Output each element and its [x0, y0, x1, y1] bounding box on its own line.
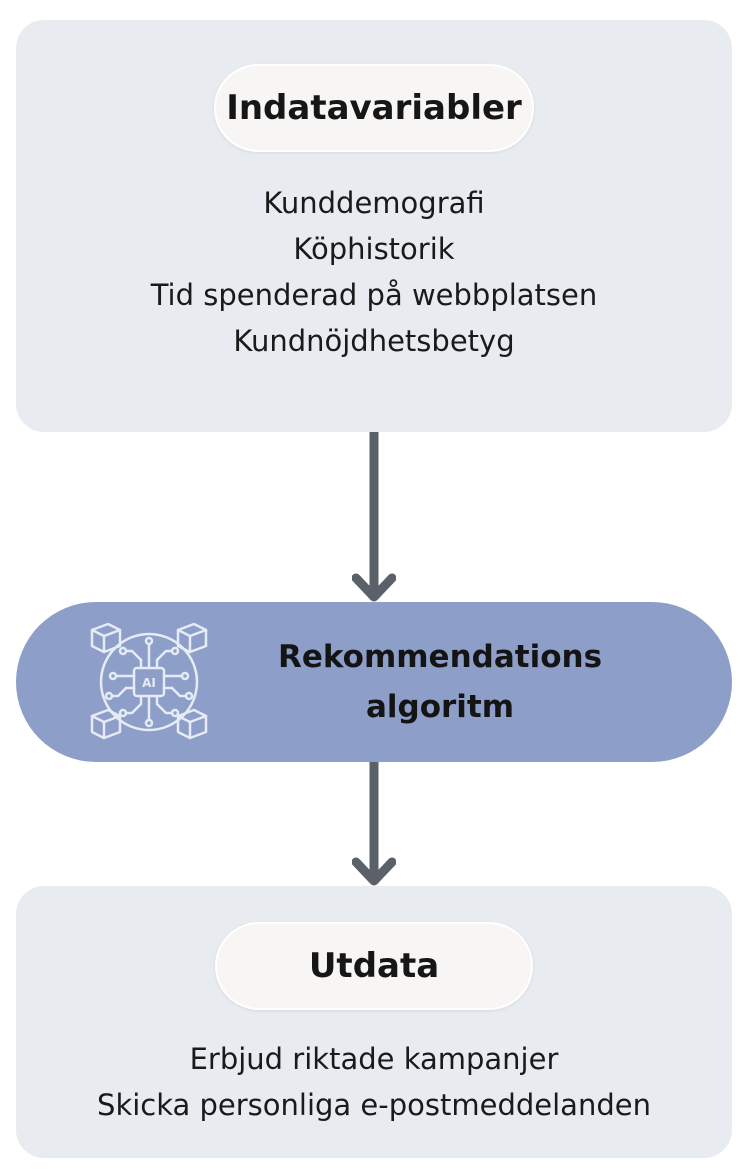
input-item: Kunddemografi	[263, 186, 485, 220]
output-item: Erbjud riktade kampanjer	[189, 1042, 559, 1076]
input-items: Kunddemografi Köphistorik Tid spenderad …	[16, 180, 732, 364]
arrow-down-icon	[352, 762, 396, 886]
output-panel: Utdata Erbjud riktade kampanjer Skicka p…	[16, 886, 732, 1158]
input-title: Indatavariabler	[214, 64, 534, 152]
input-item: Tid spenderad på webbplatsen	[150, 278, 598, 312]
output-title: Utdata	[215, 922, 533, 1010]
output-items: Erbjud riktade kampanjer Skicka personli…	[16, 1036, 732, 1128]
algorithm-label-line2: algoritm	[365, 689, 515, 725]
output-item: Skicka personliga e-postmeddelanden	[97, 1088, 651, 1122]
algorithm-pill: AI Rekommendations algoritm	[16, 602, 732, 762]
input-panel: Indatavariabler Kunddemografi Köphistori…	[16, 20, 732, 432]
algorithm-label: Rekommendations algoritm	[216, 632, 664, 732]
arrow-down-icon	[352, 432, 396, 602]
ai-chip-icon: AI	[90, 622, 208, 740]
algorithm-label-line1: Rekommendations	[277, 639, 603, 675]
input-item: Kundnöjdhetsbetyg	[233, 324, 515, 358]
ai-chip-text: AI	[142, 676, 156, 690]
input-item: Köphistorik	[293, 232, 455, 266]
